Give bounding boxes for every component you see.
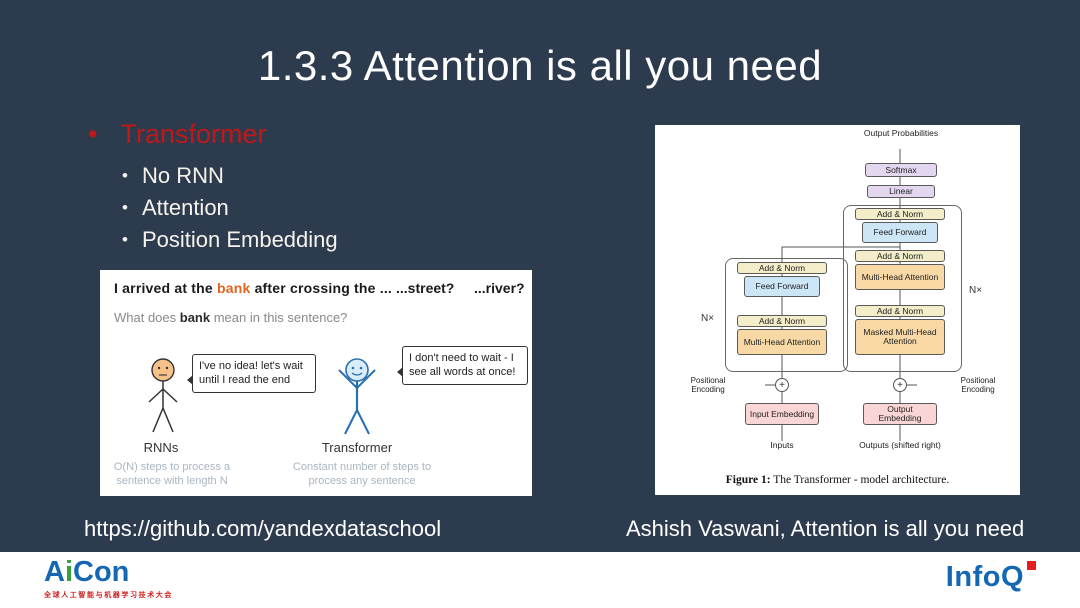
add-norm-box: Add & Norm [737, 315, 827, 327]
sub-bullet-list: No RNN Attention Position Embedding [122, 162, 338, 258]
nx-label-right: N× [969, 285, 983, 296]
add-norm-box: Add & Norm [737, 262, 827, 274]
masked-multi-head-attention-box: Masked Multi-Head Attention [855, 319, 945, 355]
aicon-letter-a: A [44, 556, 65, 588]
sentence-prefix: I arrived at the [114, 280, 217, 296]
positional-encoding-label-left: Positional Encoding [690, 376, 726, 395]
bullet-transformer-label: Transformer [120, 119, 267, 149]
sub-bullet-label: Attention [141, 195, 229, 220]
rnn-label: RNNs [143, 440, 179, 455]
transformer-label: Transformer [321, 440, 393, 455]
infoq-wordmark: InfoQ [945, 561, 1024, 593]
option-street: ...street? [396, 280, 455, 296]
source-url: https://github.com/yandexdataschool [84, 516, 442, 541]
outputs-label: Outputs (shifted right) [859, 440, 941, 450]
infoq-red-mark-icon [1027, 561, 1036, 570]
bullet-transformer: Transformer [88, 119, 267, 150]
rnn-speech-bubble: I've no idea! let's wait until I read th… [187, 354, 316, 393]
rnn-note: O(N) steps to process a sentence with le… [113, 461, 231, 488]
question-prefix: What does [114, 310, 180, 325]
option-river: ...river? [474, 280, 525, 296]
positional-add-icon: + [775, 378, 789, 392]
rnn-stickman-icon [148, 358, 178, 433]
output-probabilities-label: Output Probabilities [863, 128, 939, 138]
figure-caption: Figure 1: The Transformer - model archit… [655, 474, 1020, 486]
cartoon-panel: I arrived at the bank after crossing the… [100, 270, 532, 496]
figure-caption-text: The Transformer - model architecture. [770, 474, 950, 486]
encoder-block-border [725, 258, 848, 372]
aicon-letters-con: Con [73, 556, 130, 588]
transformer-note: Constant number of steps to process any … [292, 461, 432, 488]
decoder-block-border [843, 205, 962, 372]
sentence-suffix: after crossing the ... [250, 280, 393, 296]
inputs-label: Inputs [770, 440, 794, 450]
question-suffix: mean in this sentence? [210, 310, 348, 325]
nx-label-left: N× [701, 313, 715, 324]
sub-bullet-position-embedding: Position Embedding [122, 226, 338, 253]
aicon-logo: AiCon 全球人工智能与机器学习技术大会 [44, 558, 173, 600]
example-sentence: I arrived at the bank after crossing the… [114, 280, 392, 296]
sub-bullet-no-rnn: No RNN [122, 162, 338, 189]
transformer-stickman-icon [338, 358, 376, 435]
linear-box: Linear [867, 185, 935, 198]
multi-head-attention-box: Multi-Head Attention [737, 329, 827, 355]
aicon-letter-i: i [64, 556, 74, 588]
aicon-tagline: 全球人工智能与机器学习技术大会 [44, 592, 173, 599]
figure-caption-label: Figure 1: [725, 474, 771, 486]
footer-bar: AiCon 全球人工智能与机器学习技术大会 InfoQ [0, 552, 1080, 608]
source-citation: Ashish Vaswani, Attention is all you nee… [626, 516, 1025, 541]
bank-highlight: bank [217, 280, 251, 296]
output-embedding-box: Output Embedding [863, 403, 937, 425]
question-word: bank [179, 310, 211, 325]
positional-encoding-label-right: Positional Encoding [960, 376, 996, 395]
sub-bullet-label: Position Embedding [141, 227, 338, 252]
add-norm-box: Add & Norm [855, 208, 945, 220]
transformer-figure-panel: Output Probabilities Softmax Linear Add … [655, 125, 1020, 495]
softmax-box: Softmax [865, 163, 937, 177]
multi-head-attention-box: Multi-Head Attention [855, 264, 945, 290]
input-embedding-box: Input Embedding [745, 403, 819, 425]
sub-bullet-label: No RNN [141, 163, 224, 188]
add-norm-box: Add & Norm [855, 305, 945, 317]
slide-title: 1.3.3 Attention is all you need [257, 42, 823, 89]
add-norm-box: Add & Norm [855, 250, 945, 262]
aicon-wordmark: AiCon [44, 558, 173, 587]
infoq-logo: InfoQ [946, 561, 1036, 594]
sub-bullet-attention: Attention [122, 194, 338, 221]
feed-forward-box: Feed Forward [862, 222, 938, 243]
feed-forward-box: Feed Forward [744, 276, 820, 297]
transformer-speech-bubble: I don't need to wait - I see all words a… [397, 346, 528, 385]
question-line: What does bank mean in this sentence? [114, 310, 347, 325]
positional-add-icon: + [893, 378, 907, 392]
